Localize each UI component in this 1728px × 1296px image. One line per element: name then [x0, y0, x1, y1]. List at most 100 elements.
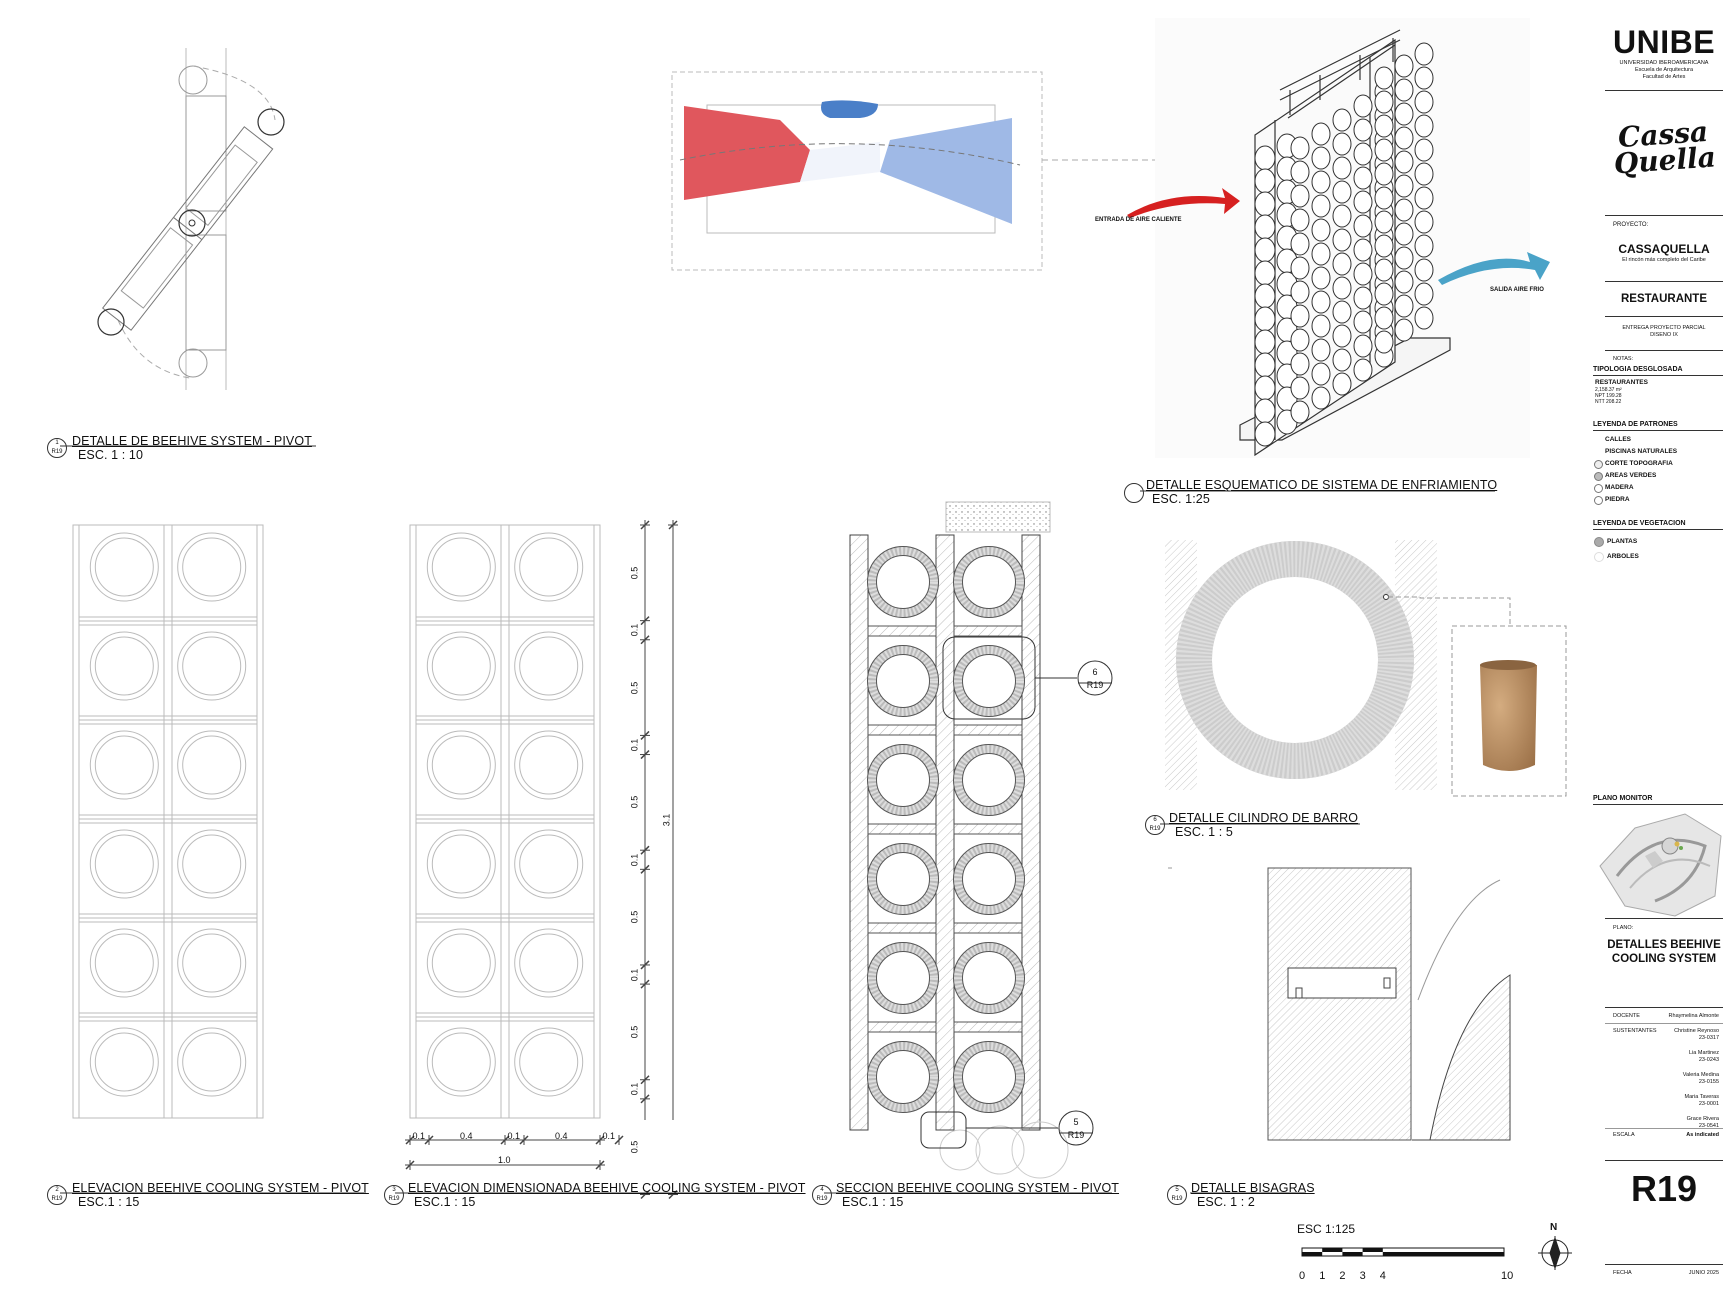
project-type: RESTAURANTE	[1620, 293, 1708, 305]
pattern-swatch-icon	[1594, 484, 1603, 493]
badge-sheet: R19	[1171, 1196, 1183, 1202]
hot-air-label: ENTRADA DE AIRE CALIENTE	[1095, 217, 1182, 223]
dimension-label: 0.5	[629, 1025, 640, 1039]
escala-label: ESCALA	[1613, 1132, 1635, 1138]
student-name: Maria Taveras	[1684, 1094, 1719, 1100]
escala-value: As indicated	[1686, 1132, 1719, 1138]
scale-tick-label: 0	[1299, 1270, 1306, 1282]
delivery-line-2: DISENO IX	[1650, 332, 1678, 338]
clay-cylinder-photo	[1480, 662, 1537, 771]
section-drawing	[849, 501, 1069, 1179]
detail-scale: ESC. 1:25	[1152, 492, 1210, 506]
badge-number: 5	[1175, 1187, 1179, 1193]
badge-number: 1	[55, 440, 59, 446]
institution-sub-1: UNIVERSIDAD IBEROAMERICANA	[1619, 60, 1709, 66]
sheet-title-line-2: COOLING SYSTEM	[1611, 953, 1717, 965]
total-height-label: 3.1	[661, 813, 672, 827]
pattern-swatch-icon	[1594, 436, 1601, 443]
total-width-label: 1.0	[498, 1155, 511, 1165]
pattern-name: PIEDRA	[1605, 496, 1630, 503]
plano-monitor-label: PLANO MONITOR	[1593, 795, 1653, 802]
cassaquella-logo: Cassa Quella	[1603, 115, 1724, 181]
detail-title: SECCION BEEHIVE COOLING SYSTEM - PIVOT	[836, 1181, 1120, 1195]
institution-subtitle: UNIVERSIDAD IBEROAMERICANA Escuela de Ar…	[1605, 60, 1723, 81]
cold-air-arrow	[1438, 252, 1550, 285]
dimension-label: 0.5	[629, 1140, 640, 1153]
vegetation-name: ARBOLES	[1607, 553, 1639, 560]
sheet-title-line-1: DETALLES BEEHIVE	[1607, 939, 1721, 951]
project-name: CASSAQUELLA	[1618, 242, 1710, 256]
dimension-label: 0.5	[629, 910, 640, 924]
student-id: 23-0243	[1698, 1057, 1719, 1063]
student-id: 23-0317	[1698, 1035, 1719, 1041]
cold-air-zone	[880, 118, 1012, 224]
dimension-label: 0.5	[629, 681, 640, 694]
ntt-value: NTT 208.22	[1595, 399, 1622, 405]
dimension-label: 0.1	[629, 968, 640, 981]
detail-scale: ESC. 1 : 10	[78, 448, 144, 462]
student-name: Grace Rivera	[1686, 1116, 1719, 1122]
hot-air-zone	[684, 106, 810, 200]
badge-sheet: R19	[51, 1196, 63, 1202]
dimension-label: 0.4	[555, 1131, 568, 1141]
npt-value: NPT 199.28	[1595, 393, 1622, 399]
delivery-line-1: ENTREGA PROYECTO PARCIAL	[1622, 325, 1706, 331]
student-id: 23-0155	[1698, 1079, 1719, 1085]
dimension-label: 0.5	[629, 796, 640, 809]
hot-air-arrow	[1127, 188, 1240, 218]
notas-label: NOTAS:	[1613, 356, 1634, 362]
detail-title: DETALLE DE BEEHIVE SYSTEM - PIVOT	[72, 434, 312, 448]
dimension-label: 0.4	[460, 1131, 473, 1141]
dimension-label: 0.1	[507, 1131, 521, 1141]
scale-tick-label: 1	[1319, 1270, 1326, 1282]
student-name: Lia Martinez	[1689, 1050, 1719, 1056]
north-label: N	[1550, 1222, 1558, 1233]
pattern-legend-title: LEYENDA DE PATRONES	[1593, 421, 1678, 428]
detail-title: DETALLE ESQUEMATICO DE SISTEMA DE ENFRIA…	[1146, 478, 1498, 492]
pattern-legend-item: AREAS VERDES	[1593, 470, 1723, 482]
clay-cylinder-detail	[1165, 540, 1567, 797]
detail-title: DETALLE BISAGRAS	[1191, 1181, 1315, 1195]
north-arrow-icon[interactable]	[1538, 1236, 1572, 1270]
detail-scale: ESC.1 : 15	[414, 1195, 476, 1209]
restaurantes-data: 2,158.37 m² NPT 199.28 NTT 208.22	[1595, 387, 1622, 405]
pattern-name: PISCINAS NATURALES	[1605, 448, 1678, 455]
detail-title: ELEVACION DIMENSIONADA BEEHIVE COOLING S…	[408, 1181, 806, 1195]
elevation-dimensioned-drawing	[409, 524, 601, 1119]
callout-number: 6	[1092, 667, 1098, 677]
pattern-legend-item: CALLES	[1593, 434, 1723, 446]
vegetation-name: PLANTAS	[1607, 538, 1638, 545]
badge-sheet: R19	[388, 1196, 400, 1202]
pivot-detail-drawing	[97, 48, 285, 390]
detail-title-elevation: ELEVACION BEEHIVE COOLING SYSTEM - PIVOT…	[72, 1181, 369, 1209]
callout-sheet: R19	[1067, 1130, 1085, 1140]
plant-icon	[1594, 537, 1604, 547]
drawing-canvas	[60, 29, 1572, 1270]
vegetation-legend-item: ARBOLES	[1593, 549, 1723, 564]
dimension-label: 0.1	[629, 1083, 640, 1096]
vegetation-legend-item: PLANTAS	[1593, 534, 1723, 549]
badge-number: 2	[55, 1187, 59, 1193]
badge-number: 4	[820, 1187, 824, 1193]
cold-air-label: SALIDA AIRE FRIO	[1490, 287, 1544, 293]
site-plan-thumbnail	[1599, 813, 1722, 917]
pattern-swatch-icon	[1594, 460, 1603, 469]
student-name: Valeria Medina	[1682, 1072, 1719, 1078]
pattern-swatch-icon	[1594, 448, 1601, 455]
